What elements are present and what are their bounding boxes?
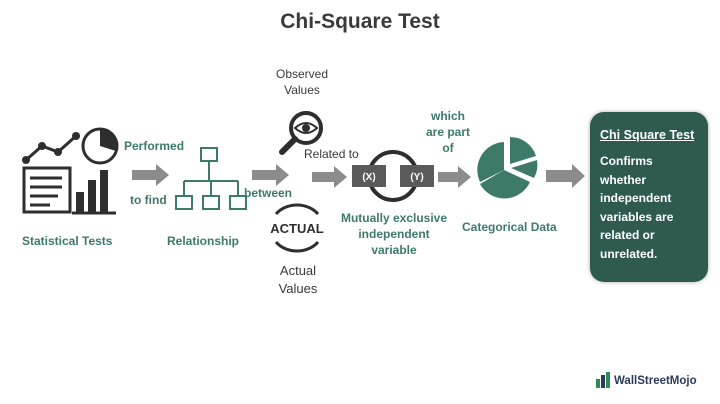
result-title: Chi Square Test [600, 128, 695, 142]
actual-stamp-icon: ACTUAL [270, 203, 324, 253]
observed-line2: Values [284, 83, 320, 98]
label-which-are-part-of: which are part of [416, 108, 480, 157]
actual-stamp-text: ACTUAL [270, 221, 323, 236]
magnifier-eye-icon [279, 111, 323, 155]
label-to-find: to find [130, 193, 167, 207]
statistical-tests-icon [22, 127, 119, 215]
brand-logo-icon [596, 372, 610, 388]
result-line4: variables are [600, 209, 674, 224]
result-box: Chi Square Test Confirms whether indepen… [590, 112, 708, 282]
label-actual-values: Actual Values [258, 262, 338, 297]
xy-variables-icon: (X) (Y) [352, 150, 434, 202]
label-mutually-exclusive: Mutually exclusive independent variable [332, 210, 456, 259]
observed-line1: Observed [275, 67, 329, 81]
arrow-4 [438, 166, 471, 188]
brand-name: WallStreetMojo [614, 375, 697, 387]
arrow-2 [252, 164, 289, 186]
result-line6: unrelated. [600, 246, 658, 261]
label-performed: Performed [124, 139, 185, 153]
mutually-line1: Mutually exclusive [340, 211, 448, 225]
arrow-1 [132, 164, 169, 186]
result-line5: related or [600, 228, 655, 243]
diagram-title: Chi-Square Test [280, 10, 440, 33]
label-statistical-tests: Statistical Tests [22, 234, 113, 248]
label-related-to: Related to [304, 147, 359, 161]
label-categorical-data: Categorical Data [462, 220, 557, 234]
x-variable: (X) [362, 172, 375, 183]
result-line3: independent [600, 191, 672, 206]
arrow-3 [312, 166, 347, 188]
mutually-line2: independent [358, 227, 430, 242]
y-variable: (Y) [410, 172, 423, 183]
which-line2: are part [425, 125, 471, 140]
arrow-5 [546, 164, 585, 188]
label-relationship: Relationship [167, 234, 240, 248]
actual-line1: Actual [279, 263, 317, 278]
label-between: between [244, 186, 293, 200]
result-line1: Confirms [600, 154, 653, 168]
result-line2: whether [600, 172, 647, 187]
label-observed-values: Observed Values [262, 66, 342, 98]
which-line3: of [442, 141, 454, 156]
mutually-line3: variable [371, 243, 417, 258]
actual-line2: Values [278, 280, 318, 296]
result-description: Confirms whether independent variables a… [600, 152, 704, 264]
which-line1: which [430, 109, 465, 123]
pie-chart-icon [477, 136, 538, 199]
hierarchy-icon [175, 147, 247, 210]
